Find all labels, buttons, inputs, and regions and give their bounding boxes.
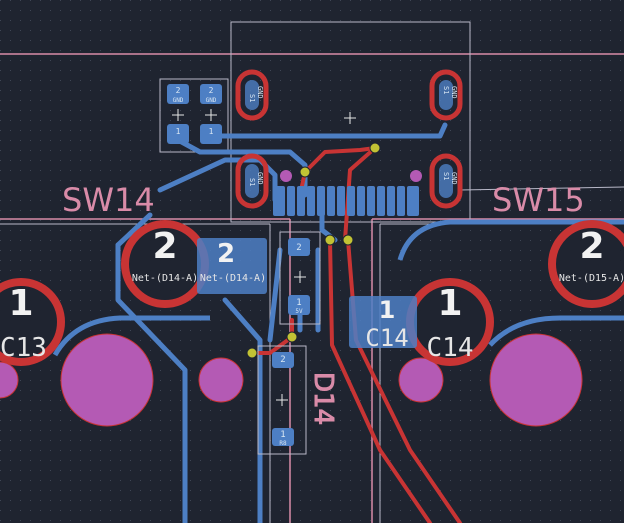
shield-pad[interactable]: S1 GND (429, 69, 463, 121)
back-copper-arcs (52, 219, 624, 357)
svg-text:S1: S1 (248, 94, 256, 102)
button-pad[interactable]: 1 (200, 124, 222, 144)
svg-text:GND: GND (206, 97, 217, 104)
front-copper-traces (250, 146, 462, 523)
svg-text:1: 1 (176, 127, 181, 136)
sw14-pad-2-number: 2 (152, 226, 177, 267)
c14-back-pad-label: C14 (365, 324, 408, 352)
sw14-footprint[interactable]: SW14 2 Net-(D14-A) 1 (0, 181, 209, 366)
svg-text:S1: S1 (248, 178, 256, 186)
c13-reference: C13 (0, 333, 47, 363)
shield-pad[interactable]: S1 GND (429, 153, 463, 209)
crosshair-icon (172, 109, 217, 121)
svg-text:S1: S1 (442, 86, 450, 94)
sw14-pad-1-number: 1 (8, 283, 33, 324)
usb-signal-pins[interactable] (273, 186, 419, 216)
smd-component-upper[interactable]: 2 1 5V (279, 231, 321, 325)
button-footprint[interactable]: 2 GND 2 GND 1 1 (167, 84, 222, 144)
svg-text:2: 2 (176, 86, 181, 95)
crosshair-icon (294, 271, 306, 283)
button-pad[interactable]: 2 GND (167, 84, 189, 104)
sw14-pad-2-net: Net-(D14-A) (132, 273, 198, 284)
smd-lower-pad-1: 1 (280, 430, 285, 440)
c14-back-pad-number: 1 (379, 296, 396, 324)
svg-text:GND: GND (256, 172, 264, 185)
button-pad[interactable]: 1 (167, 124, 189, 144)
shield-pad[interactable]: S1 GND (235, 153, 269, 209)
smd-component-lower[interactable]: 2 1 R8 (257, 345, 307, 455)
d14-reference: D14 (308, 372, 338, 425)
sw15-pad-2[interactable] (548, 220, 624, 308)
sw14-back-pad[interactable]: 2 Net-(D14-A) (197, 238, 267, 294)
sw15-footprint[interactable]: SW15 2 Net-(D15-A) 1 C14 (406, 181, 624, 366)
svg-text:1: 1 (209, 127, 214, 136)
npth-holes (0, 170, 583, 427)
smd-upper-pad-1-net: 5V (295, 308, 303, 315)
c14-reference: C14 (427, 333, 474, 363)
sw14-back-pad-net: Net-(D14-A) (200, 273, 266, 284)
smd-lower-pad-1-label: R8 (279, 440, 287, 447)
sw15-pad-1-number: 1 (437, 283, 462, 324)
sw15-pad-2-number: 2 (579, 226, 604, 267)
crosshair-icon (344, 112, 356, 124)
sw15-reference: SW15 (492, 181, 585, 219)
sw15-pad-2-net: Net-(D15-A) (559, 273, 624, 284)
crosshair-icon (276, 394, 288, 406)
sw14-reference: SW14 (62, 181, 155, 219)
smd-upper-pad-1: 1 (296, 298, 301, 308)
svg-text:2: 2 (209, 86, 214, 95)
shield-pad[interactable]: S1 GND (235, 69, 269, 121)
svg-text:GND: GND (450, 172, 458, 185)
vias[interactable] (246, 142, 381, 359)
sw14-back-pad-number: 2 (217, 239, 235, 269)
smd-upper-pad-2: 2 (296, 243, 301, 253)
sw14-pad-1[interactable] (0, 278, 65, 366)
svg-text:GND: GND (256, 86, 264, 99)
svg-text:S1: S1 (442, 172, 450, 180)
c14-back-pad[interactable]: 1 C14 (349, 296, 417, 352)
svg-text:GND: GND (173, 97, 184, 104)
svg-text:GND: GND (450, 86, 458, 99)
usb-shield-pads[interactable]: S1 GND S1 GND S1 GND S1 GND (235, 69, 463, 209)
smd-lower-pad-2: 2 (280, 355, 285, 365)
button-pad[interactable]: 2 GND (200, 84, 222, 104)
